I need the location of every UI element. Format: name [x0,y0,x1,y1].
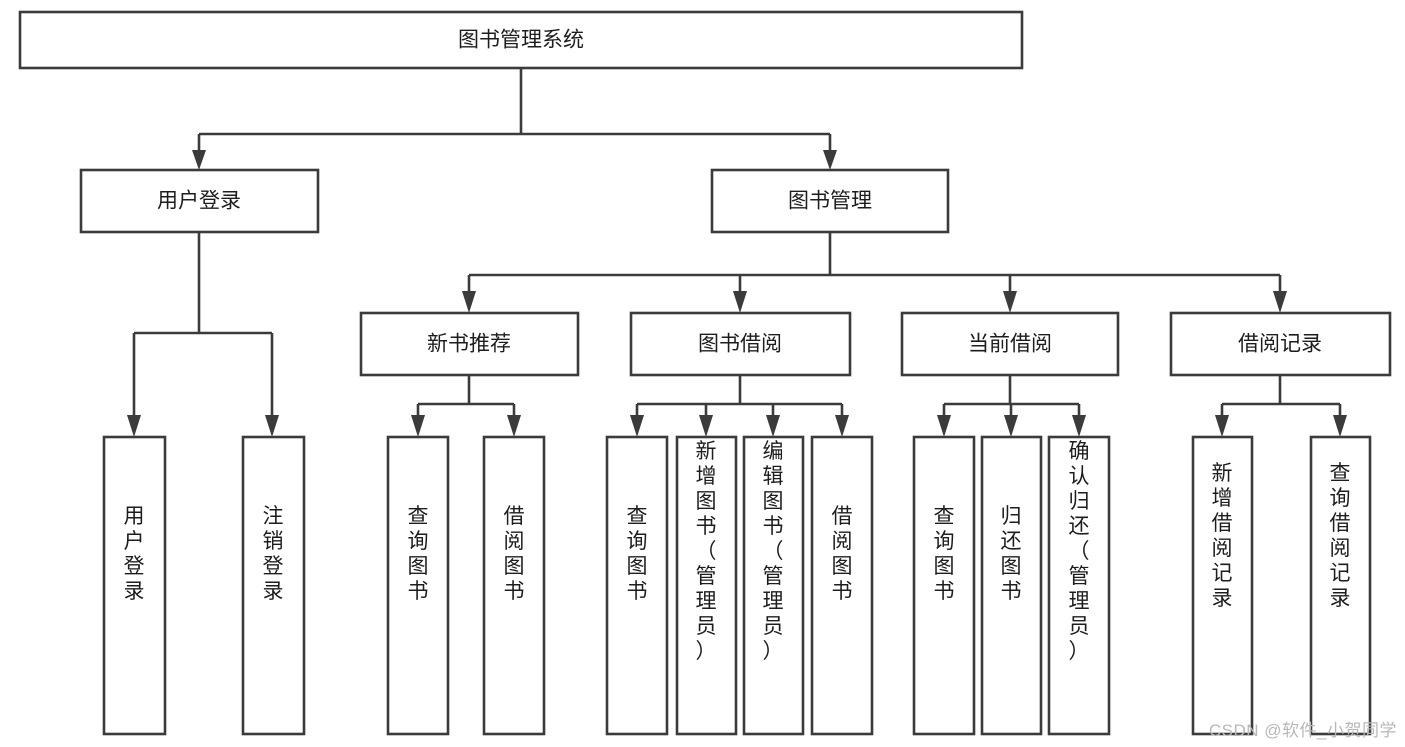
node-leaf-confirm-return[interactable]: 确认归还（管理员） [1047,435,1111,736]
node-leaf-query-book-1-label: 查询图书 [408,505,429,603]
node-book-management-label: 图书管理 [788,190,872,213]
watermark-text: CSDN @软件_小贺同学 [1208,721,1397,740]
arrow-head-icon [192,150,206,170]
node-leaf-return-book-label: 归还图书 [1001,505,1022,603]
arrow-head-icon [699,415,713,437]
node-leaf-query-record[interactable]: 查询借阅记录 [1309,435,1372,736]
arrow-head-icon [766,415,780,437]
node-leaf-query-book-3-label: 查询图书 [934,505,955,603]
node-leaf-borrow-book-2[interactable]: 借阅图书 [810,435,874,736]
connector-borrowrecord-to-leaves [1215,375,1347,437]
arrow-head-icon [507,415,521,437]
node-new-book-recommend-label: 新书推荐 [427,333,511,356]
node-leaf-add-book-label: 新增图书（管理员） [696,440,717,663]
node-leaf-query-record-label: 查询借阅记录 [1330,462,1351,610]
node-leaf-confirm-return-label: 确认归还（管理员） [1069,440,1090,663]
arrow-head-icon [411,415,425,437]
node-leaf-logout-login-label: 注销登录 [263,505,284,603]
node-borrow-record-label: 借阅记录 [1238,333,1322,356]
connector-userlogin-to-leaves [127,232,279,437]
node-book-management[interactable]: 图书管理 [710,168,950,234]
arrow-head-icon [823,150,837,170]
node-leaf-borrow-book-1[interactable]: 借阅图书 [482,435,546,736]
node-current-borrow[interactable]: 当前借阅 [900,311,1120,377]
node-root[interactable]: 图书管理系统 [18,10,1024,70]
node-leaf-add-record-label: 新增借阅记录 [1212,462,1233,610]
node-root-label: 图书管理系统 [458,29,584,52]
arrow-head-icon [937,415,951,437]
node-leaf-query-book-1[interactable]: 查询图书 [386,435,450,736]
arrow-head-icon [1273,291,1287,313]
node-leaf-edit-book[interactable]: 编辑图书（管理员） [742,435,805,736]
connector-bookborrow-to-leaves [630,375,849,437]
arrow-head-icon [630,415,644,437]
connector-root-to-level1 [192,68,837,170]
arrow-head-icon [265,415,279,437]
node-user-login-label: 用户登录 [157,190,241,213]
node-leaf-return-book[interactable]: 归还图书 [980,435,1043,736]
connector-bookmgmt-to-level2 [462,232,1287,313]
node-leaf-query-book-2[interactable]: 查询图书 [605,435,669,736]
node-leaf-add-book[interactable]: 新增图书（管理员） [675,435,738,736]
node-new-book-recommend[interactable]: 新书推荐 [359,311,580,377]
arrow-head-icon [1333,415,1347,437]
node-borrow-record[interactable]: 借阅记录 [1169,311,1392,377]
arrow-head-icon [733,291,747,313]
node-leaf-query-book-2-label: 查询图书 [627,505,648,603]
arrow-head-icon [127,415,141,437]
arrow-head-icon [835,415,849,437]
arrow-head-icon [1215,415,1229,437]
node-user-login[interactable]: 用户登录 [79,168,320,234]
arrow-head-icon [462,291,476,313]
node-leaf-user-login[interactable]: 用户登录 [102,435,167,736]
node-leaf-borrow-book-1-label: 借阅图书 [504,505,525,603]
arrow-head-icon [1004,415,1018,437]
node-leaf-borrow-book-2-label: 借阅图书 [832,505,853,603]
node-book-borrow-label: 图书借阅 [698,333,782,356]
connector-layer [127,68,1347,437]
node-current-borrow-label: 当前借阅 [968,333,1052,356]
connector-newbook-to-leaves [411,375,521,437]
node-leaf-query-book-3[interactable]: 查询图书 [912,435,976,736]
arrow-head-icon [1003,291,1017,313]
connector-currentborrow-to-leaves [937,375,1086,437]
node-book-borrow[interactable]: 图书借阅 [629,311,852,377]
node-leaf-add-record[interactable]: 新增借阅记录 [1191,435,1254,736]
node-leaf-logout-login[interactable]: 注销登录 [241,435,306,736]
node-leaf-user-login-label: 用户登录 [124,505,145,603]
arrow-head-icon [1072,415,1086,437]
node-leaf-edit-book-label: 编辑图书（管理员） [763,440,784,663]
